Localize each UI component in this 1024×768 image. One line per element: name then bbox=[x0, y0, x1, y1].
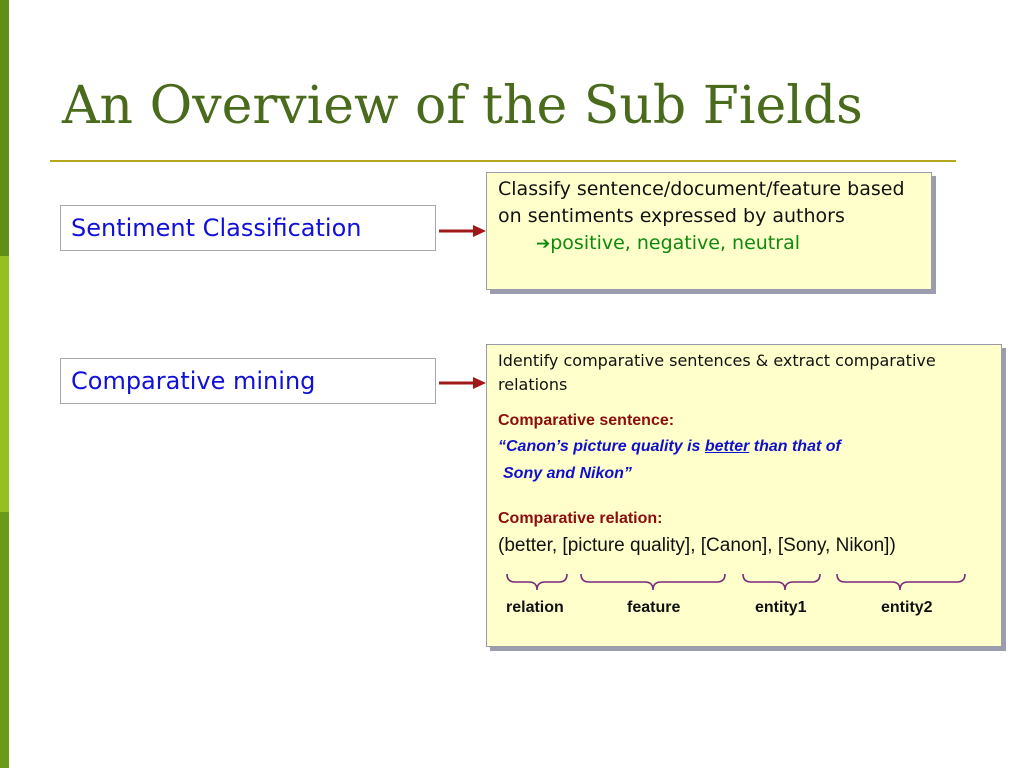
comparative-relation-tuple: (better, [picture quality], [Canon], [So… bbox=[498, 535, 896, 556]
brace-label-entity2: entity2 bbox=[881, 599, 933, 616]
side-bar-top bbox=[0, 0, 9, 256]
sentiment-classification-box: Sentiment Classification bbox=[60, 205, 436, 251]
comparative-sentence-quote: “Canon’s picture quality is better than … bbox=[498, 433, 991, 460]
comparative-mining-box: Comparative mining bbox=[60, 358, 436, 404]
comparative-sentence-heading: Comparative sentence: bbox=[498, 412, 675, 429]
slide-title: An Overview of the Sub Fields bbox=[62, 76, 863, 136]
brace-label-feature: feature bbox=[627, 599, 681, 616]
comparative-sentence-quote-line2: Sony and Nikon” bbox=[503, 465, 632, 482]
brace-entity2 bbox=[836, 573, 966, 591]
sentiment-bullet: ➔positive, negative, neutral bbox=[498, 230, 921, 258]
comparative-relation-heading: Comparative relation: bbox=[498, 510, 663, 527]
bullet-arrow-icon: ➔ bbox=[536, 234, 551, 254]
brace-feature bbox=[580, 573, 726, 591]
sentiment-description: Classify sentence/document/feature based… bbox=[498, 178, 905, 227]
brace-entity1 bbox=[742, 573, 821, 591]
right-arrow-icon bbox=[439, 225, 486, 237]
brace-label-entity1: entity1 bbox=[755, 599, 807, 616]
comparative-mining-panel: Identify comparative sentences & extract… bbox=[486, 344, 1002, 647]
right-arrow-icon bbox=[439, 377, 486, 389]
quote-emphasis: better bbox=[704, 438, 750, 455]
side-bar-bottom bbox=[0, 512, 9, 768]
sentiment-polarities: positive, negative, neutral bbox=[550, 232, 800, 254]
brace-relation bbox=[506, 573, 568, 591]
side-bar-middle bbox=[0, 256, 9, 512]
brace-label-relation: relation bbox=[506, 599, 564, 616]
sentiment-classification-panel: Classify sentence/document/feature based… bbox=[486, 172, 932, 290]
comparative-description: Identify comparative sentences & extract… bbox=[498, 351, 936, 394]
quote-part1: “Canon’s picture quality is bbox=[498, 438, 705, 455]
quote-part2: than that of bbox=[749, 438, 841, 455]
title-underline bbox=[50, 160, 956, 162]
